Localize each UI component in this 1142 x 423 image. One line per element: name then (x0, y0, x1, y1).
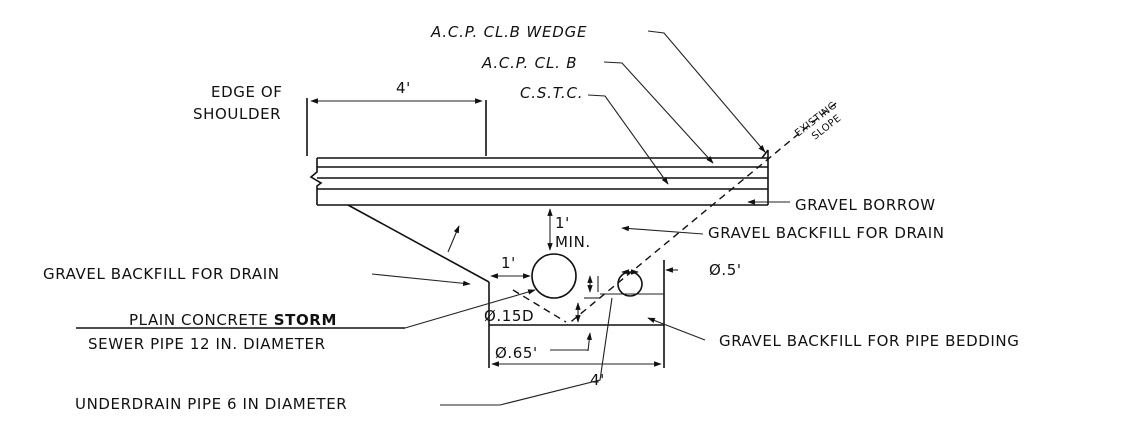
storm-sewer-callout: PLAIN CONCRETE STORM SEWER PIPE 12 IN. D… (76, 289, 567, 353)
dim-05-label: Ø.5' (709, 261, 742, 279)
storm-label-1b: STORM (274, 311, 337, 329)
backfill-drain-left-callout: GRAVEL BACKFILL FOR DRAIN (43, 225, 471, 286)
acp-clb-leader (603, 61, 714, 164)
wedge-tip (761, 149, 769, 159)
cstc-leader (587, 94, 669, 185)
backfill-drain-right-leader (621, 225, 704, 235)
dim-015d-label: Ø.15D (484, 307, 534, 325)
storm-label-1: PLAIN CONCRETE STORM (129, 311, 337, 329)
dim-4-bottom-label: 4' (590, 371, 605, 389)
gravel-borrow-callout: GRAVEL BORROW (747, 196, 936, 214)
dim-1-horiz-label: 1' (501, 254, 516, 272)
existing-slope-line (566, 102, 837, 326)
backfill-drain-right-callout: GRAVEL BACKFILL FOR DRAIN (621, 224, 945, 242)
pipe-bedding-leader (647, 317, 706, 341)
underdrain-pipe (617, 271, 643, 297)
backfill-drain-left-label: GRAVEL BACKFILL FOR DRAIN (43, 265, 280, 283)
pipes (531, 253, 643, 323)
shoulder-dimension: 4' EDGE OF SHOULDER (193, 79, 487, 156)
pipe-bedding-label: GRAVEL BACKFILL FOR PIPE BEDDING (719, 332, 1019, 350)
edge-label-2: SHOULDER (193, 105, 281, 123)
underdrain-label: UNDERDRAIN PIPE 6 IN DIAMETER (75, 395, 347, 413)
underdrain-callout: UNDERDRAIN PIPE 6 IN DIAMETER (75, 297, 613, 413)
min-cover-dimension: 1' MIN. (547, 208, 591, 251)
pipe-bedding-callout: GRAVEL BACKFILL FOR PIPE BEDDING (647, 317, 1019, 350)
bottom-dimensions: Ø.65' 4' (491, 332, 662, 389)
acp-wedge-label: A.C.P. CL.B WEDGE (430, 23, 587, 41)
storm-leader (404, 289, 536, 329)
backfill-drain-left-leader (371, 273, 471, 286)
backfill-drain-left-arrow (447, 225, 460, 253)
acp-wedge-leader (647, 30, 766, 153)
layer-callouts: A.C.P. CL.B WEDGE A.C.P. CL. B C.S.T.C. (430, 23, 766, 185)
edge-label-1: EDGE OF (211, 83, 283, 101)
trench-outline (347, 204, 665, 368)
backfill-drain-right-label: GRAVEL BACKFILL FOR DRAIN (708, 224, 945, 242)
storm-label-2: SEWER PIPE 12 IN. DIAMETER (88, 335, 326, 353)
dim-065-arrow (586, 332, 592, 352)
cstc-label: C.S.T.C. (520, 84, 583, 102)
storm-label-1a: PLAIN CONCRETE (129, 311, 274, 329)
storm-sewer-pipe (531, 253, 577, 299)
break-line (309, 158, 323, 205)
min-label: MIN. (555, 233, 591, 251)
underdrain-leader (440, 297, 613, 406)
gravel-borrow-label: GRAVEL BORROW (795, 196, 936, 214)
trench-left-slope (347, 204, 490, 283)
dim-065-label: Ø.65' (495, 344, 538, 362)
acp-clb-label: A.C.P. CL. B (481, 54, 577, 72)
storm-centerline (512, 289, 567, 323)
dim-1-vert-label: 1' (555, 214, 570, 232)
dim-4-top-label: 4' (396, 79, 411, 97)
side-clearance-dims: 1' Ø.5' (490, 254, 742, 279)
pavement-layers (309, 149, 769, 206)
